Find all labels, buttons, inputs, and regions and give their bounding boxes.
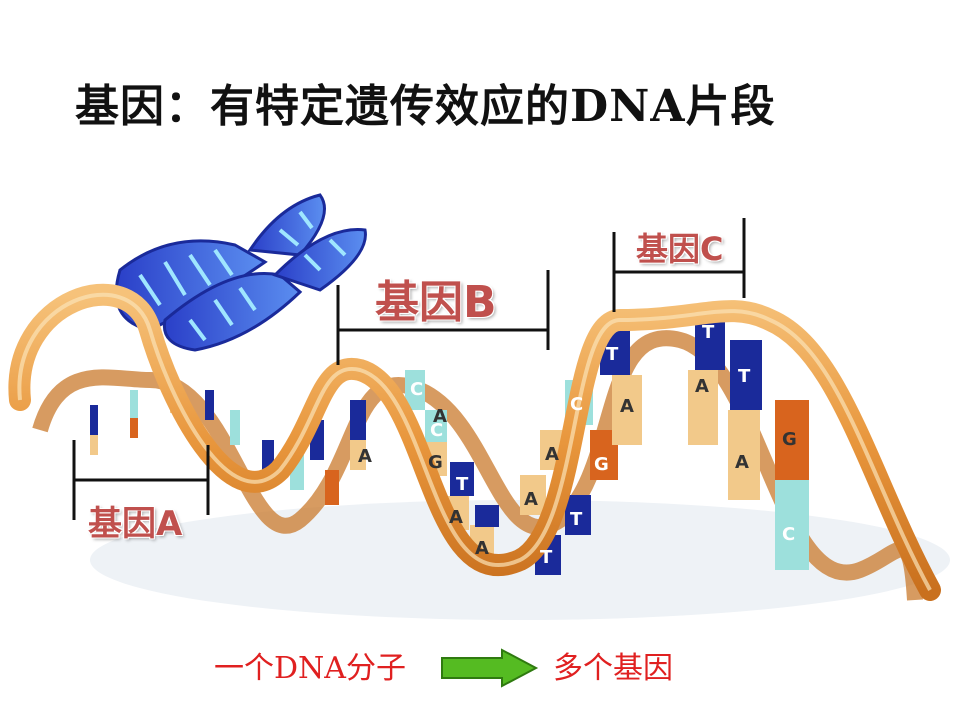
base-a-5: A — [620, 396, 634, 417]
base-t-6: T — [738, 366, 751, 387]
base-c-1: C — [570, 394, 583, 415]
gene-b-bracket — [336, 270, 550, 365]
base-t-3: T — [540, 547, 553, 568]
gene-a-bracket — [72, 440, 210, 520]
base-a-8: A — [433, 406, 447, 427]
base-t-5: T — [702, 322, 715, 343]
base-c-4: C — [430, 420, 443, 441]
base-a-9: A — [358, 446, 372, 467]
dna-front-strand-highlight — [17, 292, 932, 591]
right-arrow-icon — [441, 648, 539, 688]
base-a-7: A — [735, 452, 749, 473]
base-c-3: C — [782, 524, 795, 545]
base-a-2: A — [475, 538, 489, 559]
gene-c-bracket — [612, 218, 746, 312]
base-pairs — [90, 305, 809, 575]
base-t-4: T — [606, 344, 619, 365]
slide-title: 基因：有特定遗传效应的DNA片段 — [75, 81, 776, 132]
dna-molecule-caption: 一个DNA分子 — [214, 651, 406, 686]
base-g-2: G — [594, 454, 609, 475]
base-a-4: A — [524, 489, 538, 510]
base-g-3: G — [782, 429, 797, 450]
base-a-1: A — [449, 507, 463, 528]
multiple-genes-caption: 多个基因 — [553, 651, 673, 686]
base-g-1: G — [428, 452, 443, 473]
base-a-3: A — [545, 444, 559, 465]
chromosome-icon — [114, 193, 367, 352]
base-t-2: T — [570, 509, 583, 530]
base-t-1: T — [456, 474, 469, 495]
base-c-2: C — [410, 379, 423, 400]
base-a-6: A — [695, 376, 709, 397]
gene-c-label: 基因C — [636, 230, 724, 268]
gene-a-label: 基因A — [88, 504, 183, 544]
gene-b-label: 基因B — [375, 277, 497, 328]
